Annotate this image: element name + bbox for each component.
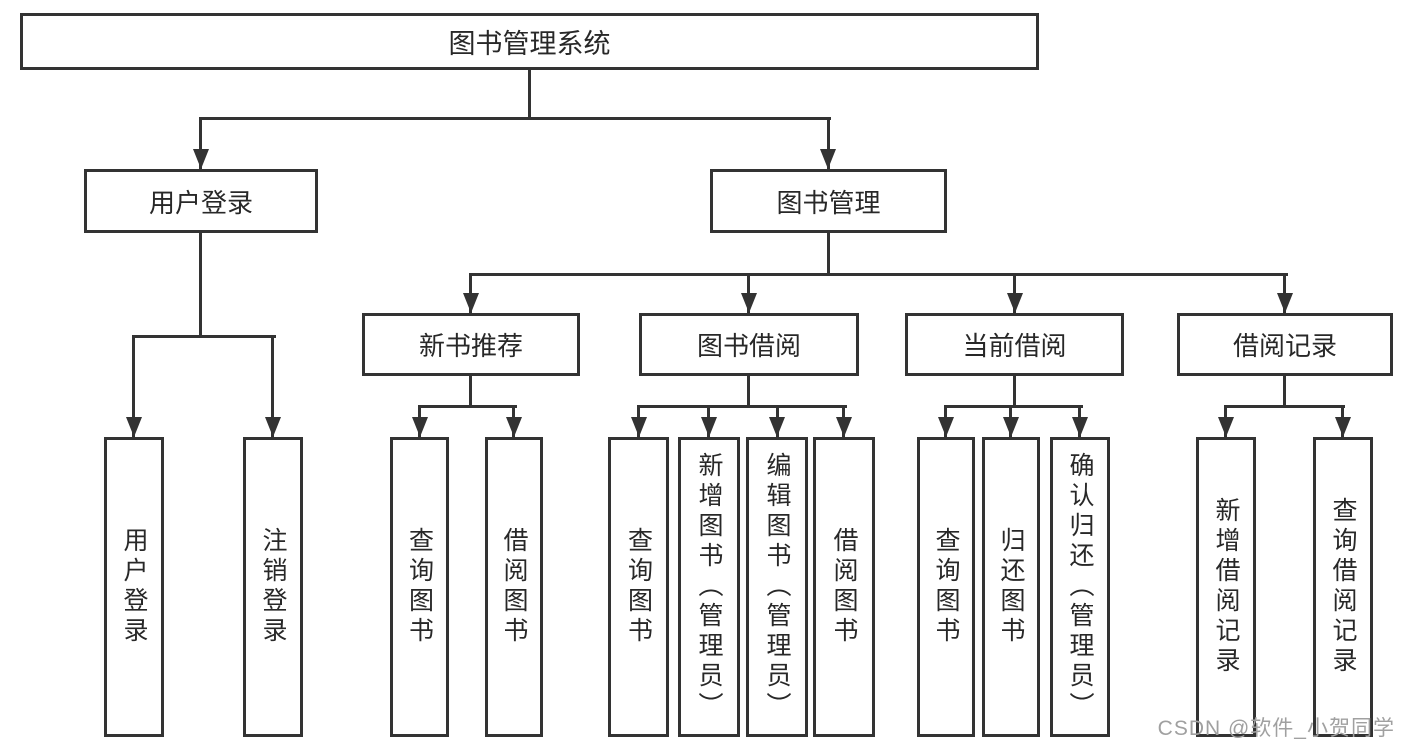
connector-new-book-hbar xyxy=(418,405,517,408)
arrow-down-icon xyxy=(769,417,785,437)
node-current-borrow: 当前借阅 xyxy=(905,313,1124,376)
leaf-label: 查询借阅记录 xyxy=(1329,497,1357,677)
arrow-down-icon xyxy=(1277,293,1293,313)
arrow-down-icon xyxy=(265,417,281,437)
leaf-label: 查询图书 xyxy=(932,527,960,647)
leaf-borrow-books: 借阅图书 xyxy=(813,437,875,737)
connector-book-borrow-stem xyxy=(747,376,750,408)
arrow-down-icon xyxy=(741,293,757,313)
arrow-down-icon xyxy=(1072,417,1088,437)
leaf-borrow-books-recommend: 借阅图书 xyxy=(485,437,543,737)
node-label: 当前借阅 xyxy=(962,331,1067,361)
connector-stub-book-management xyxy=(827,117,830,169)
leaf-query-books-recommend: 查询图书 xyxy=(390,437,449,737)
node-borrow-records: 借阅记录 xyxy=(1177,313,1393,376)
leaf-label: 用户登录 xyxy=(120,527,148,647)
connector-borrow-records-stem xyxy=(1283,376,1286,408)
arrow-down-icon xyxy=(701,417,717,437)
node-root-system: 图书管理系统 xyxy=(20,13,1039,70)
connector-stub-leaf xyxy=(271,335,274,437)
connector-root-hbar xyxy=(199,117,831,120)
arrow-down-icon xyxy=(1007,293,1023,313)
node-label: 图书管理系统 xyxy=(448,29,611,59)
arrow-down-icon xyxy=(412,417,428,437)
leaf-confirm-return-admin: 确认归还（管理员） xyxy=(1050,437,1110,737)
node-label: 用户登录 xyxy=(148,187,253,218)
arrow-down-icon xyxy=(1218,417,1234,437)
arrow-down-icon xyxy=(836,417,852,437)
connector-level3-hbar xyxy=(469,273,1288,276)
connector-book-borrow-hbar xyxy=(637,405,847,408)
arrow-down-icon xyxy=(938,417,954,437)
node-user-login: 用户登录 xyxy=(84,169,318,233)
connector-borrow-records-hbar xyxy=(1224,405,1345,408)
arrow-down-icon xyxy=(506,417,522,437)
connector-book-management-stem xyxy=(827,232,830,276)
leaf-label: 归还图书 xyxy=(997,527,1025,647)
leaf-label: 编辑图书（管理员） xyxy=(763,452,791,722)
node-book-borrow: 图书借阅 xyxy=(639,313,859,376)
leaf-return-books: 归还图书 xyxy=(982,437,1040,737)
leaf-label: 注销登录 xyxy=(259,527,287,647)
arrow-down-icon xyxy=(820,149,836,169)
connector-user-login-stem xyxy=(199,233,202,338)
connector-new-book-stem xyxy=(469,376,472,408)
leaf-label: 确认归还（管理员） xyxy=(1066,452,1094,722)
connector-current-borrow-hbar xyxy=(944,405,1083,408)
arrow-down-icon xyxy=(1335,417,1351,437)
node-book-management: 图书管理 xyxy=(710,169,947,233)
arrow-down-icon xyxy=(193,149,209,169)
leaf-label: 借阅图书 xyxy=(830,527,858,647)
leaf-user-login: 用户登录 xyxy=(104,437,164,737)
leaf-label: 查询图书 xyxy=(405,527,434,647)
connector-stub-leaf xyxy=(132,335,135,437)
leaf-label: 查询图书 xyxy=(624,527,653,647)
leaf-label: 借阅图书 xyxy=(500,527,528,647)
node-new-book-recommend: 新书推荐 xyxy=(362,313,580,376)
leaf-edit-books-admin: 编辑图书（管理员） xyxy=(746,437,808,737)
leaf-query-books-current: 查询图书 xyxy=(917,437,975,737)
connector-user-login-hbar xyxy=(132,335,276,338)
csdn-watermark: CSDN @软件_小贺同学 xyxy=(1157,717,1395,740)
connector-root-stem xyxy=(528,70,531,120)
node-label: 图书借阅 xyxy=(696,331,801,361)
leaf-label: 新增借阅记录 xyxy=(1212,497,1240,677)
leaf-label: 新增图书（管理员） xyxy=(695,452,723,722)
connector-current-borrow-stem xyxy=(1013,376,1016,408)
leaf-add-borrow-record: 新增借阅记录 xyxy=(1196,437,1256,737)
node-label: 图书管理 xyxy=(776,187,881,218)
leaf-query-books-borrow: 查询图书 xyxy=(608,437,669,737)
arrow-down-icon xyxy=(126,417,142,437)
node-label: 新书推荐 xyxy=(418,331,523,361)
arrow-down-icon xyxy=(1003,417,1019,437)
arrow-down-icon xyxy=(463,293,479,313)
leaf-logout: 注销登录 xyxy=(243,437,303,737)
node-label: 借阅记录 xyxy=(1232,331,1337,361)
arrow-down-icon xyxy=(631,417,647,437)
leaf-add-books-admin: 新增图书（管理员） xyxy=(678,437,740,737)
connector-stub-user-login xyxy=(199,117,202,169)
leaf-query-borrow-record: 查询借阅记录 xyxy=(1313,437,1373,737)
